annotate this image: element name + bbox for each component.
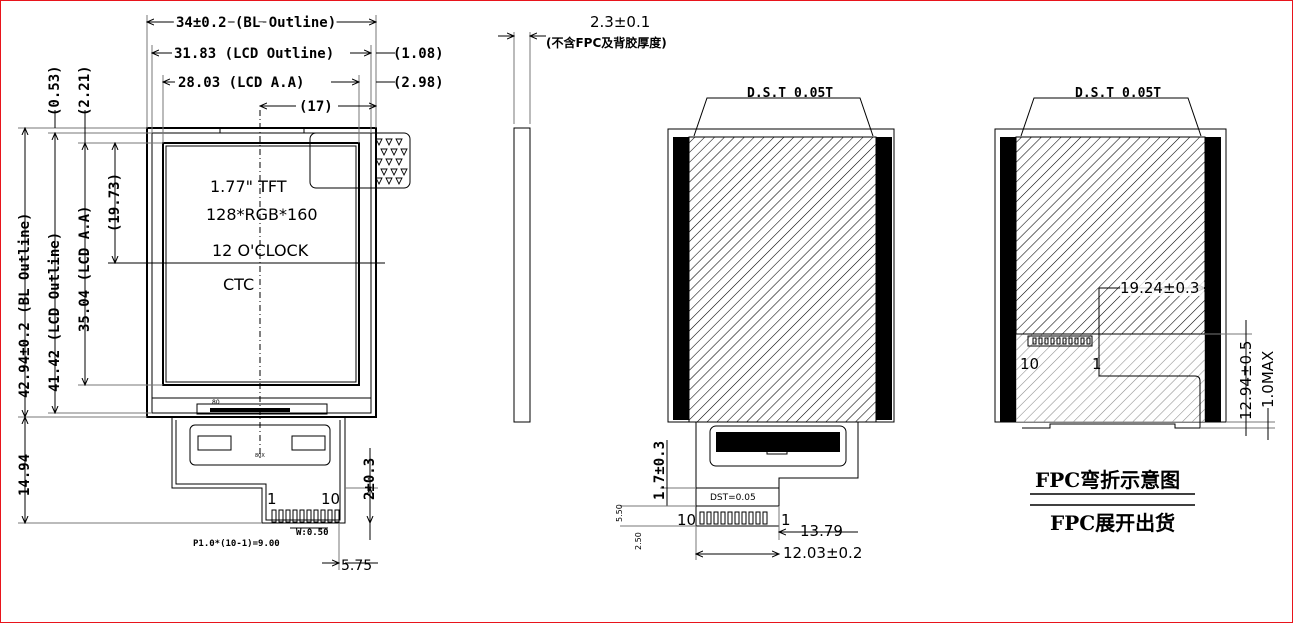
lcd-view-direction-text: 12 O'CLOCK bbox=[212, 241, 309, 260]
tape-triangles bbox=[375, 138, 408, 186]
pin-10-label: 10 bbox=[321, 490, 340, 508]
bent-dst-small: DST=0.05 bbox=[710, 493, 756, 503]
front-v-dims: 42.94±0.2 (BL Outline) 41.42 (LCD Outlin… bbox=[17, 65, 378, 574]
rear-dim-1294: 12.94±0.5 bbox=[1237, 341, 1255, 420]
bent-dst-label: D.S.T 0.05T bbox=[747, 86, 833, 101]
dim-lcd-aa-width: 28.03 (LCD A.A) bbox=[178, 75, 304, 91]
dim-top-offset-1: (0.53) bbox=[47, 65, 63, 116]
dim-lcd-aa-offset: (2.98) bbox=[393, 75, 444, 91]
lcd-ctc-text: CTC bbox=[223, 275, 254, 294]
bent-dim-550: 5.50 bbox=[615, 504, 624, 522]
front-h-dims: 34±0.2 (BL Outline) 34±0.2 (BL Outline) … bbox=[147, 12, 444, 143]
bent-dim-1379: 13.79 bbox=[800, 522, 843, 540]
pin-1-label: 1 bbox=[267, 490, 277, 508]
rear-dst-label: D.S.T 0.05T bbox=[1075, 86, 1161, 101]
svg-text:80: 80 bbox=[212, 399, 220, 406]
front-view: 1.77" TFT 128*RGB*160 12 O'CLOCK CTC 80 … bbox=[108, 110, 411, 549]
dim-lcd-outline-height: 41.42 (LCD Outline) bbox=[47, 232, 63, 392]
bent-dim-1203: 12.03±0.2 bbox=[783, 544, 862, 562]
dim-bl-outline-height: 42.94±0.2 (BL Outline) bbox=[17, 213, 33, 398]
bl-outline bbox=[146, 127, 377, 418]
bent-view: D.S.T 0.05T DST=0.05 10 1 1.7±0.3 5.50 2… bbox=[615, 86, 895, 562]
rear-pin-1: 1 bbox=[1092, 355, 1102, 373]
pin-width-note: W:0.50 bbox=[296, 528, 329, 538]
bent-dim-250: 2.50 bbox=[634, 532, 643, 550]
driver-ic bbox=[196, 403, 328, 415]
dim-center-offset: (17) bbox=[299, 99, 333, 115]
fpc-cable bbox=[171, 417, 346, 524]
bent-dim-height: 1.7±0.3 bbox=[652, 441, 668, 500]
protective-tape bbox=[309, 132, 411, 189]
dim-tail-offset: 2±0.3 bbox=[362, 458, 378, 500]
bent-hatch-area bbox=[688, 136, 877, 423]
rear-view: D.S.T 0.05T 10 1 19.24±0.3 12.94±0.5 1.0… bbox=[994, 86, 1277, 440]
dim-tail-position: 5.75 bbox=[341, 558, 372, 574]
dim-lcd-outline-width: 31.83 (LCD Outline) bbox=[174, 46, 334, 62]
dim-top-offset-2: (2.21) bbox=[77, 65, 93, 116]
dim-lcd-outline-offset: (1.08) bbox=[393, 46, 444, 62]
dim-fpc-length: 14.94 bbox=[17, 454, 33, 496]
bent-pin-10: 10 bbox=[677, 511, 696, 529]
lcd-active-area bbox=[162, 142, 360, 386]
rear-dim-1924: 19.24±0.3 bbox=[1120, 279, 1199, 297]
dim-thickness-note: (不含FPC及背胶厚度) bbox=[546, 35, 667, 50]
caption-fpc-bent: FPC弯折示意图 bbox=[1035, 468, 1180, 492]
rear-pin-10: 10 bbox=[1020, 355, 1039, 373]
dim-thickness: 2.3±0.1 bbox=[590, 13, 650, 31]
dim-center-vertical: (19.73) bbox=[107, 173, 123, 232]
rear-dim-max: 1.0MAX bbox=[1259, 351, 1277, 408]
lcd-resolution-text: 128*RGB*160 bbox=[206, 205, 318, 224]
pitch-note: P1.0*(10-1)=9.00 bbox=[193, 539, 280, 549]
fpc-pins bbox=[271, 509, 340, 523]
svg-text:80X: 80X bbox=[255, 453, 265, 459]
dim-lcd-aa-height: 35.04 (LCD A.A) bbox=[77, 206, 93, 332]
bent-pin-1: 1 bbox=[781, 511, 791, 529]
svg-text:34±0.2 (BL Outline): 34±0.2 (BL Outline) bbox=[176, 15, 336, 31]
dim-bl-outline-width: 34±0.2 (BL Outline) bbox=[176, 15, 336, 31]
lcd-size-text: 1.77" TFT bbox=[210, 177, 287, 196]
module-side-profile bbox=[513, 127, 531, 423]
caption-fpc-shipped: FPC展开出货 bbox=[1050, 511, 1175, 535]
side-view: 2.3±0.1 (不含FPC及背胶厚度) bbox=[498, 13, 667, 423]
